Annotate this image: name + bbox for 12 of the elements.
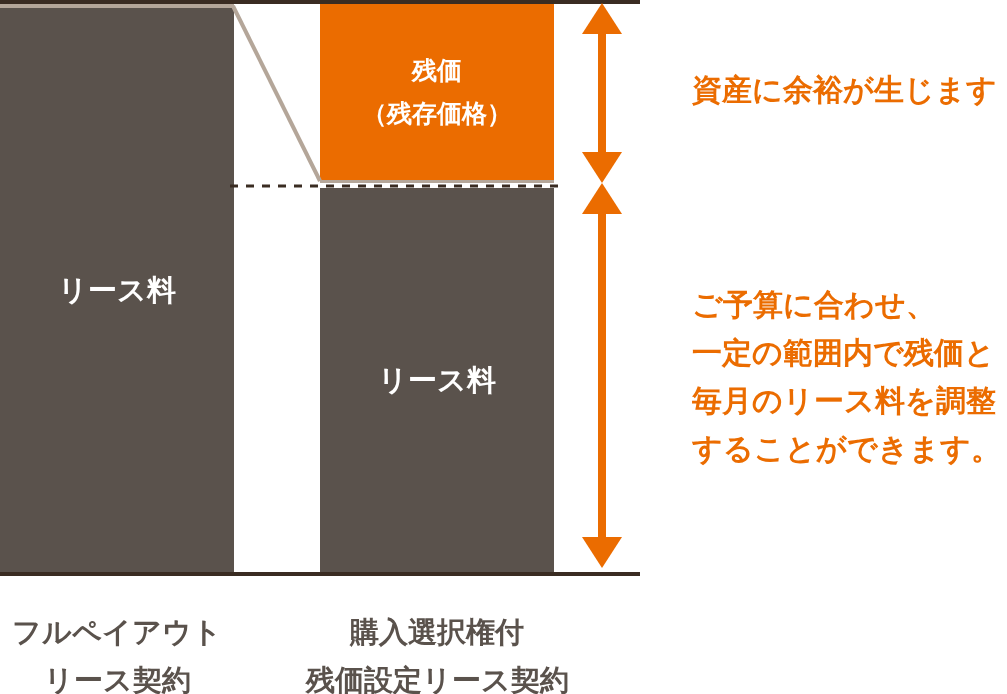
column-caption: フルペイアウトリース契約 <box>12 614 222 694</box>
residual-value-bar <box>320 4 554 183</box>
bar-label: リース料 <box>58 272 176 309</box>
bar-sublabel: （残存価格） <box>362 98 512 130</box>
column-caption: 購入選択権付残価設定リース契約 <box>305 614 569 694</box>
guide-line <box>231 5 322 182</box>
lease-fee-bar <box>0 4 234 572</box>
annotation-text: ご予算に合わせ、一定の範囲内で残価と毎月のリース料を調整することができます。 <box>692 286 1001 468</box>
bar-label: 残価 <box>412 55 462 87</box>
lease-fee-bar <box>320 188 554 572</box>
annotation-text: 資産に余裕が生じます <box>692 71 997 109</box>
bar-label: リース料 <box>378 362 496 399</box>
